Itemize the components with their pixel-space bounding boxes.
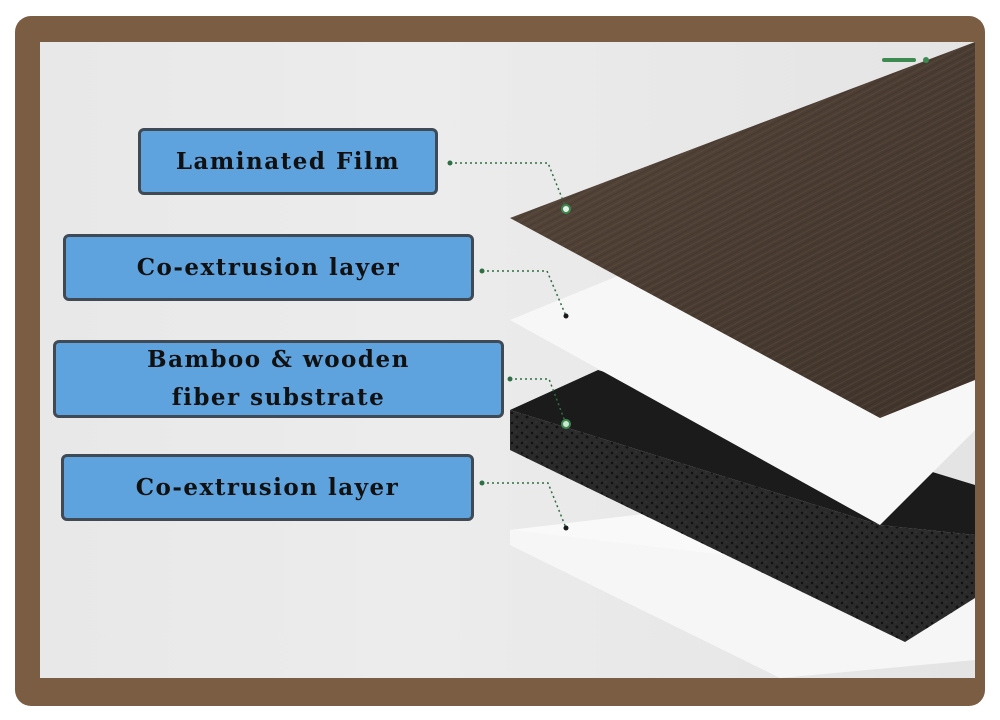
label-laminated-film: Laminated Film (138, 128, 438, 195)
layer-marker-dots (561, 204, 571, 531)
label-substrate-line2: fiber substrate (171, 384, 386, 411)
leader-lines (450, 162, 567, 529)
label-substrate: Bamboo & wooden fiber substrate (53, 340, 504, 418)
label-coextrusion-bottom-text: Co-extrusion layer (135, 473, 400, 501)
label-laminated-film-text: Laminated Film (175, 147, 401, 175)
label-substrate-line1: Bamboo & wooden (147, 346, 410, 373)
bottom-coextrusion-sheet (510, 530, 975, 678)
label-coextrusion-top: Co-extrusion layer (63, 234, 474, 301)
leader-dots (447, 160, 513, 486)
label-coextrusion-top-text: Co-extrusion layer (136, 253, 401, 281)
top-coextrusion-sheet (510, 275, 975, 525)
label-coextrusion-bottom: Co-extrusion layer (61, 454, 474, 521)
